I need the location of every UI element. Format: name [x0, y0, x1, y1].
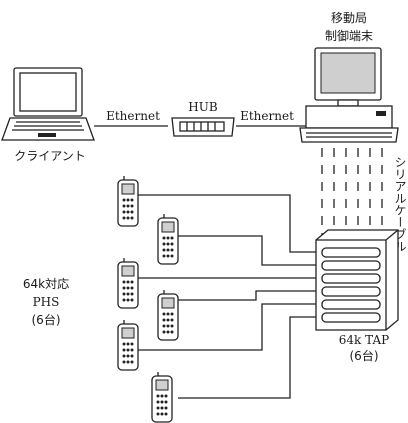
phs-label-line1: 64k対応: [23, 277, 69, 291]
phs-handset-icon: [118, 176, 138, 226]
terminal-computer-icon: [300, 48, 398, 142]
tap-unit-icon: [316, 230, 398, 330]
client-laptop-icon: [2, 68, 94, 140]
ethernet-left-label: Ethernet: [106, 109, 160, 123]
phs-handset-icon: [118, 320, 138, 370]
hub-label: HUB: [188, 100, 218, 114]
tap-label-line1: 64k TAP: [339, 333, 389, 347]
phs-label-line2: PHS: [33, 295, 60, 309]
ethernet-right-label: Ethernet: [240, 109, 294, 123]
tap-label-line2: (6台): [350, 348, 379, 363]
serial-cable-group: [322, 148, 382, 236]
phs-handset-icon: [118, 258, 138, 308]
phs-handset-icon: [152, 372, 172, 422]
terminal-label-line1: 移動局: [331, 11, 367, 25]
terminal-label-line2: 制御端末: [325, 28, 373, 43]
client-label: クライアント: [14, 149, 86, 163]
phs-handset-icon: [158, 290, 178, 340]
hub-icon: [172, 118, 234, 136]
phs-handset-icon: [158, 214, 178, 264]
phs-label-line3: (6台): [32, 312, 61, 327]
